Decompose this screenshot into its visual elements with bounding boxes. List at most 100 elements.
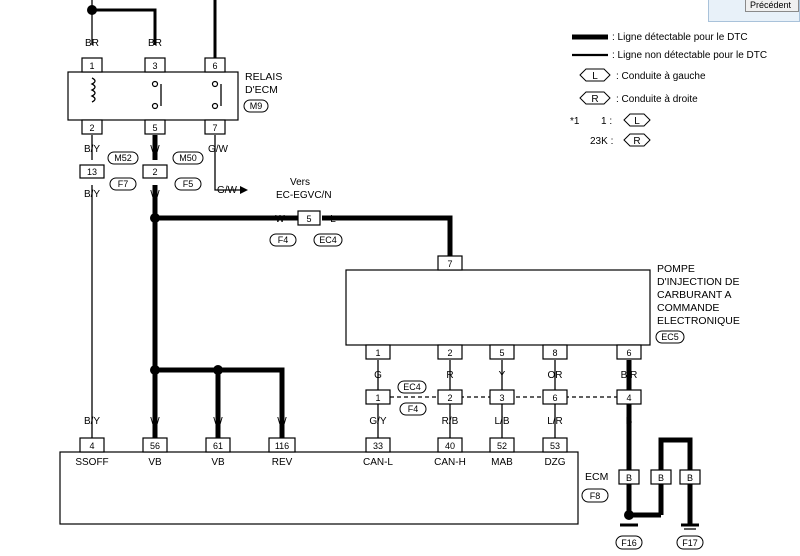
legend-note-1-badge [623,113,651,127]
pump-title-4: COMMANDE [657,302,719,314]
relay-title-1: RELAIS [245,71,282,83]
pump-wire-br: B/R [621,370,638,381]
inline-wire-b: B [626,416,633,427]
pump-title-2: D'INJECTION DE [657,276,740,288]
joint-wire-by: B/Y [84,189,100,200]
inline-pin-6 [542,389,568,405]
ecm-pin-52-label: 52 [497,441,507,451]
ecm-wire-w-1: W [150,416,160,427]
pump-top-wire-l: L [447,235,453,246]
egvc-text-1: Vers [290,177,310,188]
joint-connector: 13 2 M52 M50 F7 F5 B/Y W [79,151,204,200]
pump-title-3: CARBURANT A [657,289,732,301]
wire-w-rev [155,367,285,440]
ecm-pin-116-label: 116 [275,441,289,451]
ecm-wire-w-3: W [277,416,287,427]
ecm-wire-w-2: W [213,416,223,427]
relay-body [67,71,239,121]
legend-left-badge [579,68,611,82]
inline-pin-2 [437,389,463,405]
f4-pin-5 [297,210,321,226]
inline-badge-ec4 [397,380,427,394]
inline-pin-2-label: 2 [447,393,452,403]
egvc-text-2: EC-EGVC/N [276,190,332,201]
ecm-connector-label: F8 [590,491,601,501]
joint-badge-f7 [109,177,137,191]
ground-wire-b-1: B [626,473,632,483]
ground-wire-b-2: B [658,473,664,483]
relay-switch-contact-a [151,80,159,88]
pump-pin-8-label: 8 [552,348,557,358]
pump-pin-1-label: 1 [375,348,380,358]
joint-badge-m52 [107,151,139,165]
ecm-pin-116 [268,437,296,453]
inline-pin-3 [489,389,515,405]
ecm-pin-61-label: 61 [213,441,223,451]
ground-tab-1 [618,469,640,485]
joint-badge-m52-label: M52 [114,153,132,163]
joint-badge-f7-label: F7 [118,179,129,189]
f4-pin-5-label: 5 [306,214,311,224]
ground-badge-f17 [676,535,704,550]
ecm-pin-40 [437,437,463,453]
pump-pin-8 [542,344,568,360]
ecm-pin-56-label: 56 [150,441,160,451]
relay-pin-1-label: 1 [89,61,94,71]
ground-tab-2 [650,469,672,485]
junction-dot-ecm-1 [150,365,160,375]
ecm-pin-33 [365,437,391,453]
ecm-terminal-mab: MAB [491,457,513,468]
pump-body [345,269,651,346]
ecm-terminal-can-h: CAN-H [434,457,466,468]
legend-note-23k-badge [623,133,651,147]
relay-title-2: D'ECM [245,84,278,96]
legend-right-badge-text: R [591,94,598,105]
wire-br-loop [92,8,157,45]
junction-dot-br [87,5,97,15]
relay-switch-contact-b [151,102,159,110]
ecm-pin-52 [489,437,515,453]
pump-pin-5 [489,344,515,360]
relay-pin-3 [144,57,166,73]
inline-pin-4 [616,389,642,405]
joint-pin-13-label: 13 [87,167,97,177]
ground-badge-f16-label: F16 [621,538,637,548]
joint-badge-m50-label: M50 [179,153,197,163]
pump-wire-y: Y [499,370,506,381]
previous-button[interactable]: Précédent [745,0,799,12]
f4-wire-w: W [275,214,285,225]
legend-left-badge-text: L [592,71,598,82]
relay-pin-5 [144,119,166,135]
inline-badge-f4 [399,402,427,416]
ecm-title: ECM [585,471,608,483]
legend-right-text: : Conduite à droite [616,94,698,105]
legend-left-text: : Conduite à gauche [616,71,706,82]
ground-badge-f17-label: F17 [682,538,698,548]
f4-badge-f4 [269,233,297,247]
joint-pin-13 [79,164,105,179]
joint-badge-m50 [172,151,204,165]
f4-connector: 5 W L F4 EC4 L [269,210,453,247]
inline-connector: 1 2 3 6 4 EC4 F4 G/Y R/B L/B L/R B [365,380,642,427]
relay-wire-br-2: BR [148,38,162,49]
legend-note-23k: 23K : [590,136,613,147]
f4-badge-ec4 [313,233,343,247]
pump-connector-label: EC5 [661,332,679,342]
relay-pin-6-label: 6 [212,61,217,71]
pump-bottom-pins: 1 2 5 8 6 [365,344,642,360]
legend-non-detectable-text: : Ligne non détectable pour le DTC [612,50,767,61]
arrow-right-icon [240,186,248,194]
inline-wire-rb: R/B [442,416,459,427]
ecm-wire-labels: B/Y W W W [84,416,287,427]
ecm-terminal-ssoff: SSOFF [75,457,108,468]
legend-detectable-text: : Ligne détectable pour le DTC [612,32,748,43]
relay-pin-2-label: 2 [89,123,94,133]
relay-connector-label: M9 [250,101,263,111]
inline-pin-1-label: 1 [375,393,380,403]
pump-pin-1 [365,344,391,360]
relay-switch2-contact-b [211,102,219,110]
pump-wire-or: OR [548,370,563,381]
egvc-wire-label: G/W [217,185,238,196]
inline-pin-4-label: 4 [626,393,631,403]
relay-switch2-contact-a [211,80,219,88]
